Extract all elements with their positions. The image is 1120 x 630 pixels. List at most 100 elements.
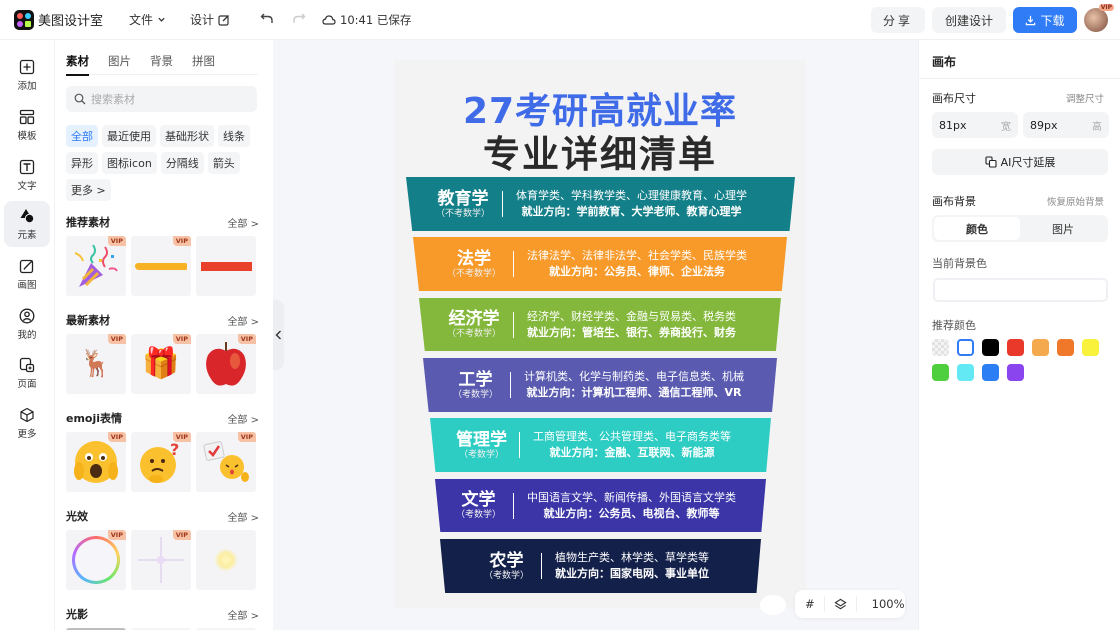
thumb-purple-sparkle[interactable]: VIP	[131, 530, 191, 590]
chip-all[interactable]: 全部	[66, 125, 98, 147]
major-name: 农学	[489, 550, 524, 571]
seg-image[interactable]: 图片	[1052, 222, 1074, 236]
seg-color[interactable]: 颜色	[934, 217, 1020, 240]
swatch-purple[interactable]	[1007, 364, 1024, 381]
chip-recent[interactable]: 最近使用	[102, 125, 156, 147]
thumb-rainbow-bubble[interactable]: VIP	[66, 530, 126, 590]
chip-more[interactable]: 更多 >	[66, 179, 111, 201]
chip-basic-shapes[interactable]: 基础形状	[160, 125, 214, 147]
major-name: 工学	[458, 369, 493, 390]
undo-icon[interactable]	[260, 11, 274, 29]
apple-icon	[206, 342, 246, 386]
poster-title-line2[interactable]: 专业详细清单	[483, 133, 717, 176]
swatch-black[interactable]	[982, 339, 999, 356]
collapse-panel-handle[interactable]	[273, 300, 284, 370]
rail-item-more[interactable]: 更多	[4, 400, 50, 446]
poster-title-line1[interactable]: 27考研高就业率	[462, 91, 738, 132]
chip-dividers[interactable]: 分隔线	[160, 152, 204, 174]
chip-irregular[interactable]: 异形	[66, 152, 98, 174]
rail-item-draw[interactable]: 画图	[4, 251, 50, 297]
design-menu-button[interactable]: 设计	[190, 11, 230, 28]
zoom-level[interactable]: 100%	[871, 597, 905, 611]
tab-collage[interactable]: 拼图	[192, 54, 215, 68]
view-all-link[interactable]: 全部 >	[227, 512, 259, 524]
swatch-green[interactable]	[932, 364, 949, 381]
major-band-engineering[interactable]: 工学（考数学） 计算机类、化学与制药类、电子信息类、机械就业方向：计算机工程师、…	[423, 358, 777, 412]
rail-item-mine[interactable]: 我的	[4, 301, 50, 347]
major-name: 法学	[457, 248, 491, 269]
layers-icon[interactable]	[833, 598, 847, 611]
swatch-blue[interactable]	[982, 364, 999, 381]
major-band-education[interactable]: 教育学（不考数学） 体育学类、学科教学类、心理健康教育、心理学就业方向：学前教育…	[406, 177, 795, 231]
view-all-link[interactable]: 全部 >	[227, 610, 259, 622]
tab-materials[interactable]: 素材	[66, 53, 89, 76]
thumb-item[interactable]	[131, 628, 191, 630]
thumb-item[interactable]	[196, 628, 256, 630]
thumb-item[interactable]	[66, 628, 126, 630]
ai-size-extend-button[interactable]: AI尺寸延展	[932, 149, 1108, 175]
app-logo[interactable]: 美图设计室	[14, 9, 103, 30]
thumb-red-rectangle[interactable]	[196, 236, 256, 296]
swatch-yellow[interactable]	[1082, 339, 1099, 356]
swatch-white[interactable]	[957, 339, 974, 356]
help-bubble[interactable]	[760, 595, 786, 615]
current-bg-color-swatch[interactable]	[933, 278, 1108, 302]
design-canvas[interactable]: 27考研高就业率 专业详细清单 教育学（不考数学） 体育学类、学科教学类、心理健…	[394, 60, 806, 608]
share-button[interactable]: 分享	[870, 7, 925, 33]
major-name: 经济学	[448, 309, 500, 329]
thumb-thinking-face[interactable]: ? VIP	[131, 432, 191, 492]
rail-item-pages[interactable]: 页面	[4, 350, 50, 396]
tab-images[interactable]: 图片	[108, 54, 131, 68]
swatch-orange[interactable]	[1057, 339, 1074, 356]
view-all-link[interactable]: 全部 >	[227, 414, 259, 426]
thumb-red-apple[interactable]: VIP	[196, 334, 256, 394]
search-box[interactable]	[66, 86, 257, 112]
major-jobs: 就业方向：国家电网、事业单位	[555, 567, 710, 580]
major-band-management[interactable]: 管理学（考数学） 工商管理类、公共管理类、电子商务类等就业方向：金融、互联网、新…	[430, 418, 771, 472]
width-input[interactable]	[939, 118, 989, 132]
thumb-checklist-face[interactable]: VIP	[196, 432, 256, 492]
search-input[interactable]	[91, 92, 241, 106]
swatch-light-orange[interactable]	[1032, 339, 1049, 356]
chip-lines[interactable]: 线条	[218, 125, 250, 147]
chip-icons[interactable]: 图标icon	[102, 152, 157, 174]
height-input[interactable]	[1030, 118, 1080, 132]
redo-icon[interactable]	[292, 11, 306, 29]
current-bg-label: 当前背景色	[932, 257, 987, 270]
rail-item-add[interactable]: 添加	[4, 52, 50, 98]
width-field[interactable]: 宽	[932, 112, 1018, 138]
major-note: （不考数学）	[447, 268, 502, 279]
height-field[interactable]: 高	[1023, 112, 1109, 138]
grid-icon[interactable]: #	[805, 597, 815, 611]
file-menu-button[interactable]: 文件	[129, 11, 166, 28]
restore-bg-link[interactable]: 恢复原始背景	[1046, 197, 1104, 208]
major-band-literature[interactable]: 文学（考数学） 中国语言文学、新闻传播、外国语言文学类就业方向：公务员、电视台、…	[435, 479, 766, 532]
download-button[interactable]: 下载	[1013, 7, 1077, 33]
thumb-yellow-brush-stroke[interactable]: VIP	[131, 236, 191, 296]
major-band-agriculture[interactable]: 农学（考数学） 植物生产类、林学类、草学类等就业方向：国家电网、事业单位	[440, 539, 761, 593]
thumb-snow-globe-gift[interactable]: 🎁 VIP	[131, 334, 191, 394]
logo-icon	[14, 9, 34, 30]
band-divider	[502, 191, 504, 217]
tab-backgrounds[interactable]: 背景	[150, 54, 173, 68]
resize-link[interactable]: 调整尺寸	[1065, 94, 1104, 105]
view-all-link[interactable]: 全部 >	[227, 316, 259, 328]
create-design-button[interactable]: 创建设计	[931, 7, 1006, 33]
thumb-party-popper[interactable]: VIP	[66, 236, 126, 296]
thumb-reindeer-sleigh[interactable]: 🦌 VIP	[66, 334, 126, 394]
thumb-yellow-glow[interactable]	[196, 530, 256, 590]
swatch-transparent[interactable]	[932, 339, 949, 356]
view-all-link[interactable]: 全部 >	[227, 218, 259, 230]
vip-badge: VIP	[172, 432, 191, 442]
swatch-red[interactable]	[1007, 339, 1024, 356]
avatar[interactable]: VIP	[1084, 4, 1114, 32]
chip-arrows[interactable]: 箭头	[207, 152, 240, 174]
major-band-economics[interactable]: 经济学（不考数学） 经济学、财经学类、金融与贸易类、税务类就业方向：管培生、银行…	[419, 298, 781, 351]
swatch-cyan[interactable]	[957, 364, 974, 381]
thumb-scared-face[interactable]: VIP	[66, 432, 126, 492]
rail-item-elements[interactable]: 元素	[4, 201, 50, 247]
cloud-icon	[322, 14, 336, 25]
major-band-law[interactable]: 法学（不考数学） 法律法学、法律非法学、社会学类、民族学类就业方向：公务员、律师…	[413, 237, 787, 291]
rail-item-template[interactable]: 模板	[4, 102, 50, 148]
rail-item-text[interactable]: 文字	[4, 152, 50, 198]
